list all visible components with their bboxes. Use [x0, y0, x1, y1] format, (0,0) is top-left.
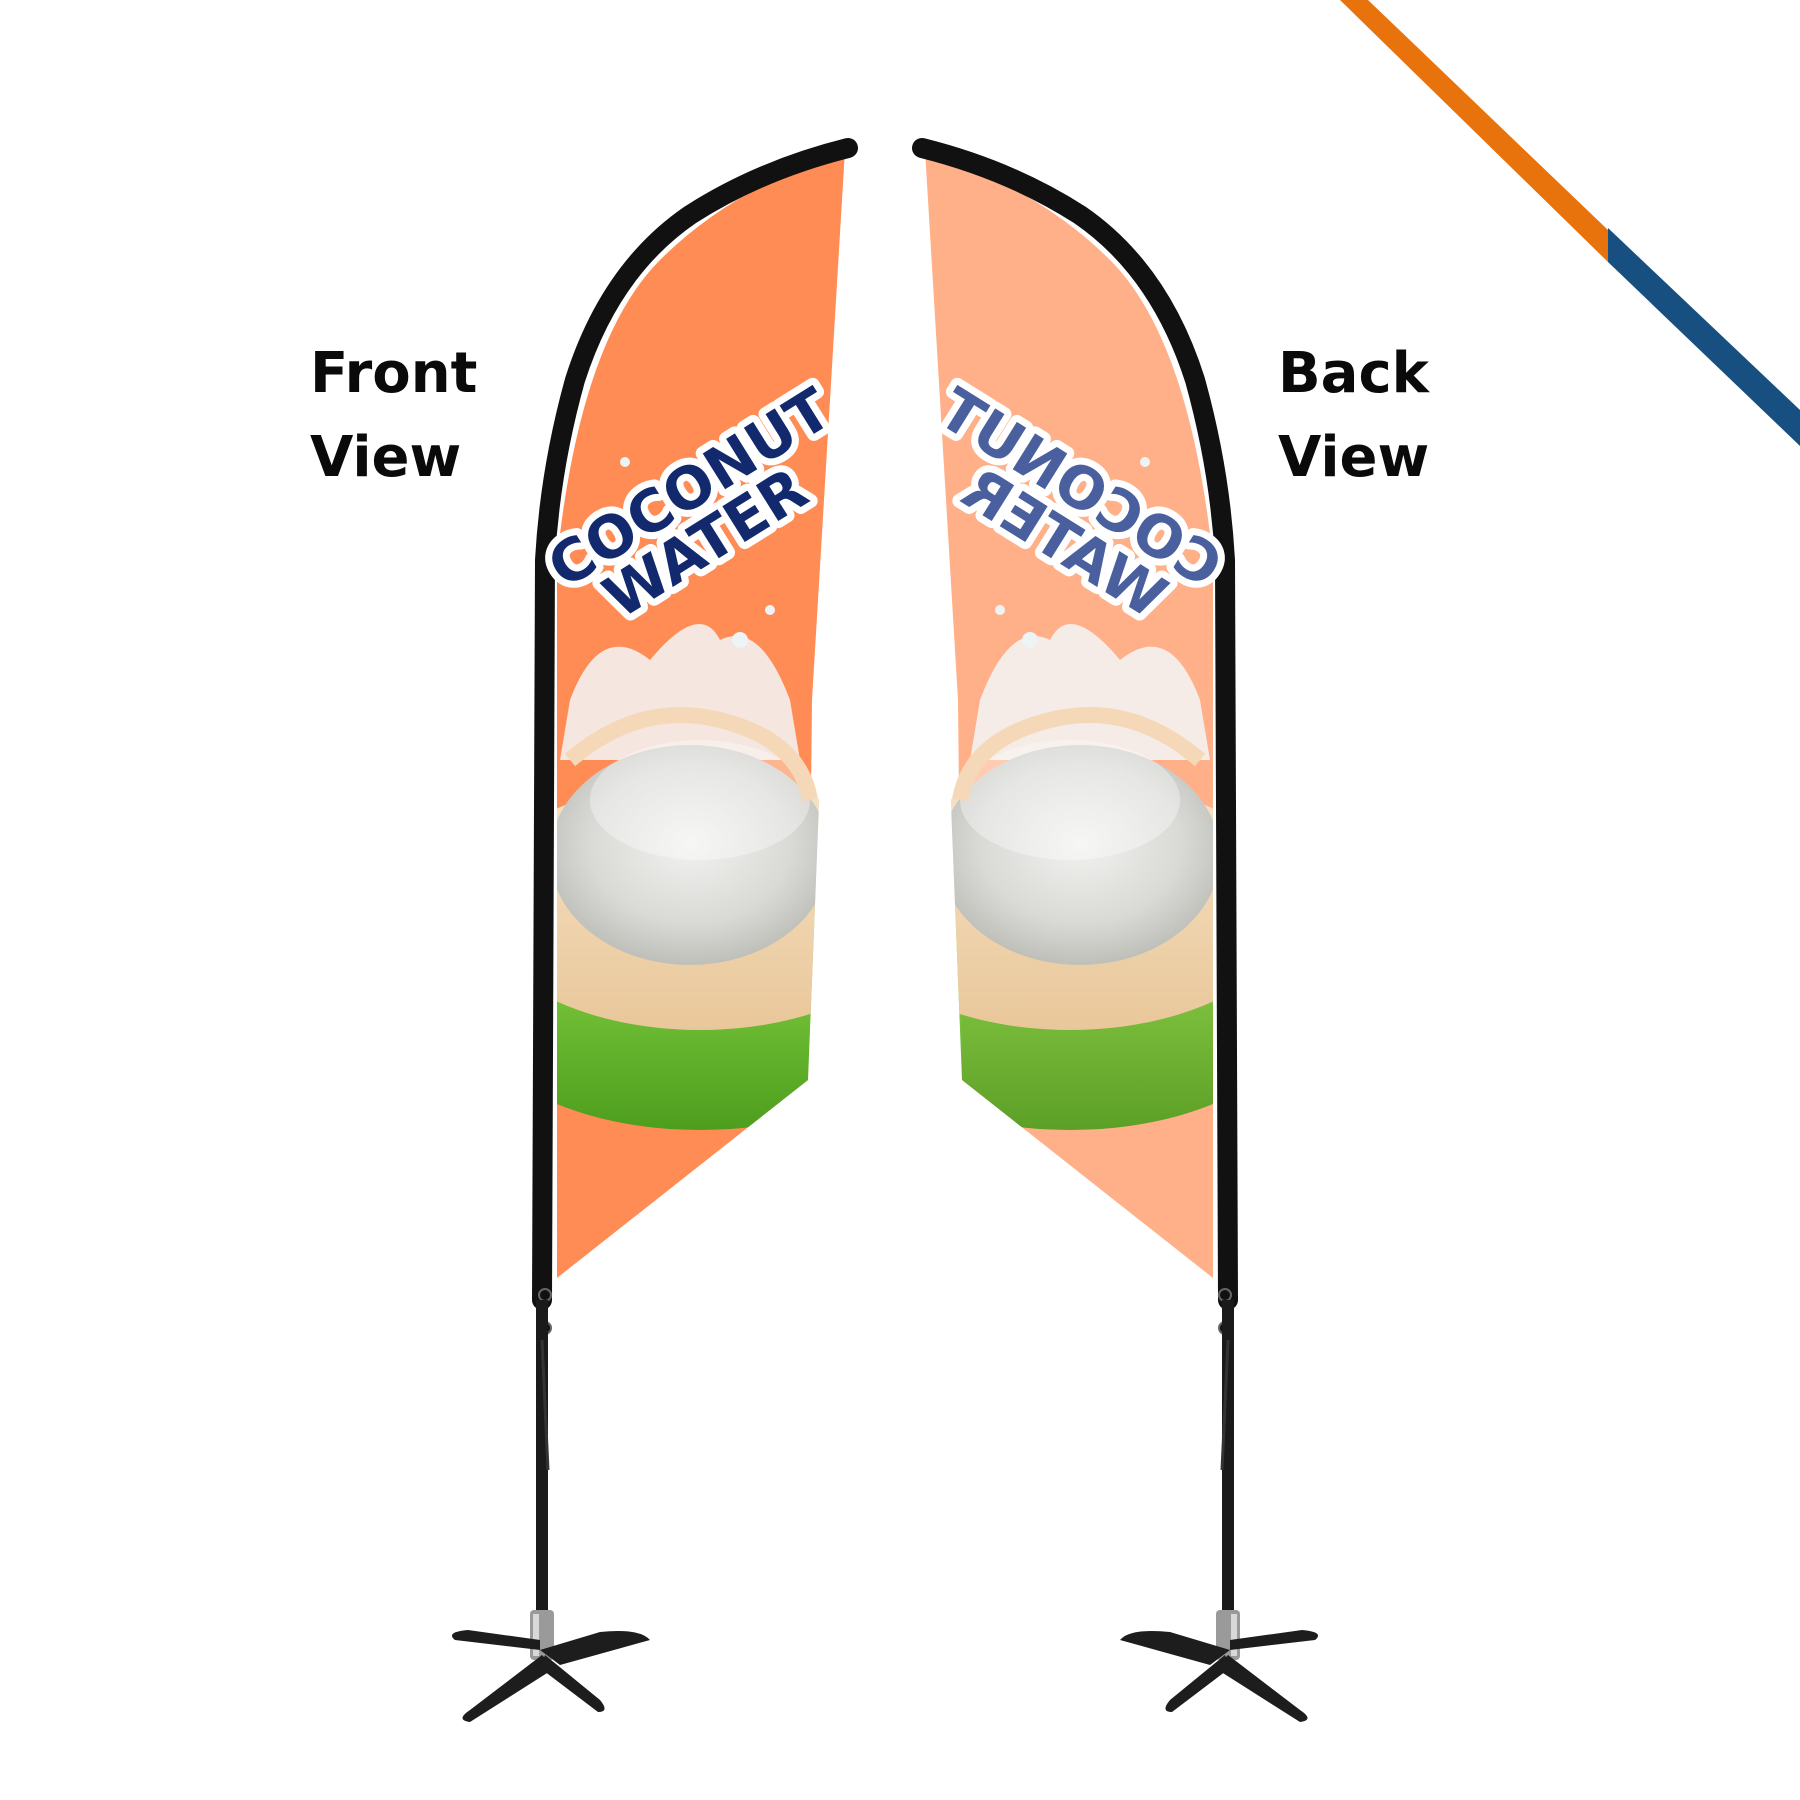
front-view-label-line1: Front	[310, 341, 478, 406]
front-view-label-line2: View	[310, 425, 462, 490]
front-cross-base	[451, 1630, 650, 1722]
back-view-label-line1: Back	[1278, 341, 1429, 406]
front-flag: COCONUT WATER	[451, 138, 858, 1722]
corner-accent-orange	[1340, 0, 1608, 262]
back-cross-base	[1120, 1630, 1319, 1722]
back-flag-frame	[912, 138, 1238, 1310]
front-flag-frame	[532, 138, 858, 1310]
back-flag: COCONUT WATER	[912, 138, 1319, 1722]
corner-accent-blue	[1608, 228, 1800, 446]
back-view-label: Back View	[1278, 332, 1429, 500]
back-view-label-line2: View	[1278, 425, 1430, 490]
front-view-label: Front View	[310, 332, 477, 500]
